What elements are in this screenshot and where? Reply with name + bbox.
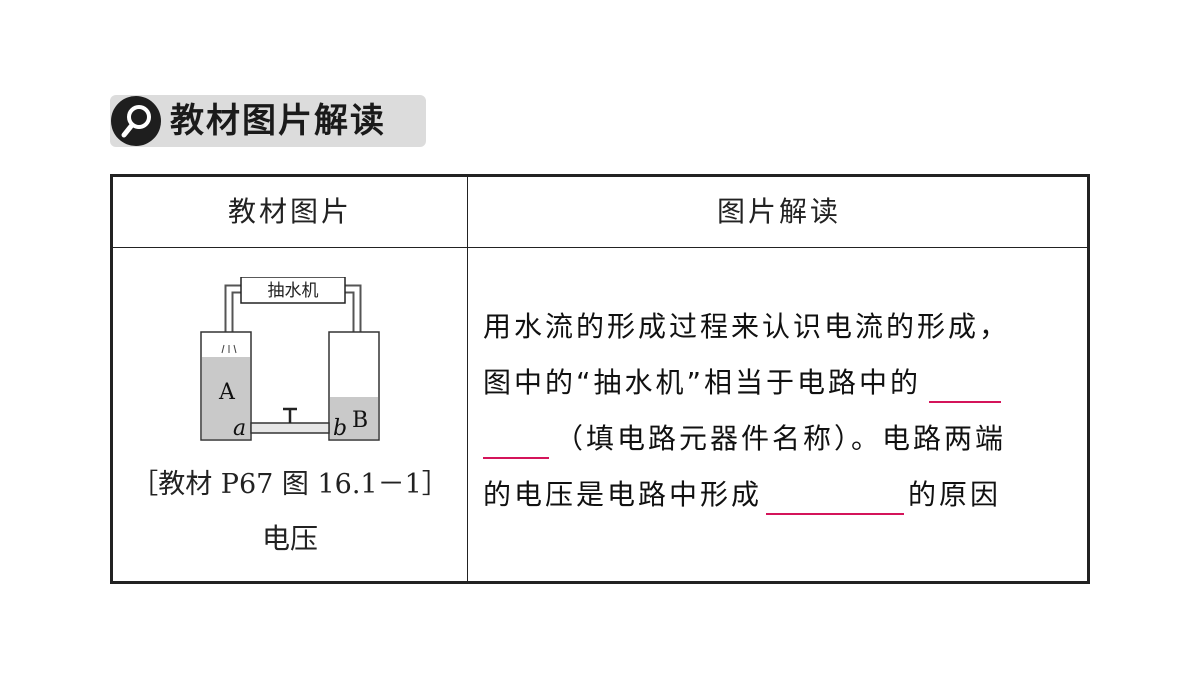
section-title: 教材图片解读	[170, 101, 386, 141]
tank-a-water	[202, 357, 250, 439]
answer-blank-2[interactable]	[766, 483, 905, 515]
interpretation-line-2: 图中的“抽水机”相当于电路中的	[483, 363, 1002, 403]
label-point-b: b	[333, 416, 347, 441]
row-divider	[113, 247, 1087, 248]
label-point-a: a	[233, 416, 246, 441]
label-container-a: A	[218, 380, 236, 405]
interpretation-line-1: 用水流的形成过程来认识电流的形成，	[483, 310, 1011, 343]
answer-blank-1[interactable]	[929, 371, 1002, 403]
tank-b-water	[330, 397, 378, 439]
interpretation-line-2-text: 图中的“抽水机”相当于电路中的	[483, 366, 922, 399]
section-header: 教材图片解读	[110, 95, 426, 147]
interpretation-line-3-text: （填电路元器件名称）。电路两端	[555, 422, 1007, 455]
interpretation-line-4: 的电压是电路中形成 的原因	[483, 475, 1001, 515]
interpretation-line-4-suffix: 的原因	[908, 478, 1002, 511]
column-divider	[467, 177, 468, 581]
interpretation-line-3: （填电路元器件名称）。电路两端	[483, 419, 1006, 459]
interpretation-line-4-text: 的电压是电路中形成	[483, 478, 763, 511]
label-container-b: B	[352, 408, 368, 433]
pump-label: 抽水机	[268, 281, 319, 301]
figure-name: 电压	[261, 522, 318, 555]
textbook-figure-table: 教材图片 图片解读 抽水机 A B a b ［教材 P67 图 16.1－1］ …	[110, 174, 1090, 584]
header-figure: 教材图片	[227, 195, 352, 228]
connecting-pipe	[250, 422, 330, 434]
pump-box	[240, 277, 346, 304]
header-interpretation: 图片解读	[716, 195, 841, 228]
answer-blank-1-continued[interactable]	[483, 427, 549, 459]
figure-source: ［教材 P67 图 16.1－1］	[131, 469, 449, 500]
water-pump-figure: 抽水机 A B a b	[200, 277, 380, 441]
magnifier-icon	[111, 96, 161, 146]
